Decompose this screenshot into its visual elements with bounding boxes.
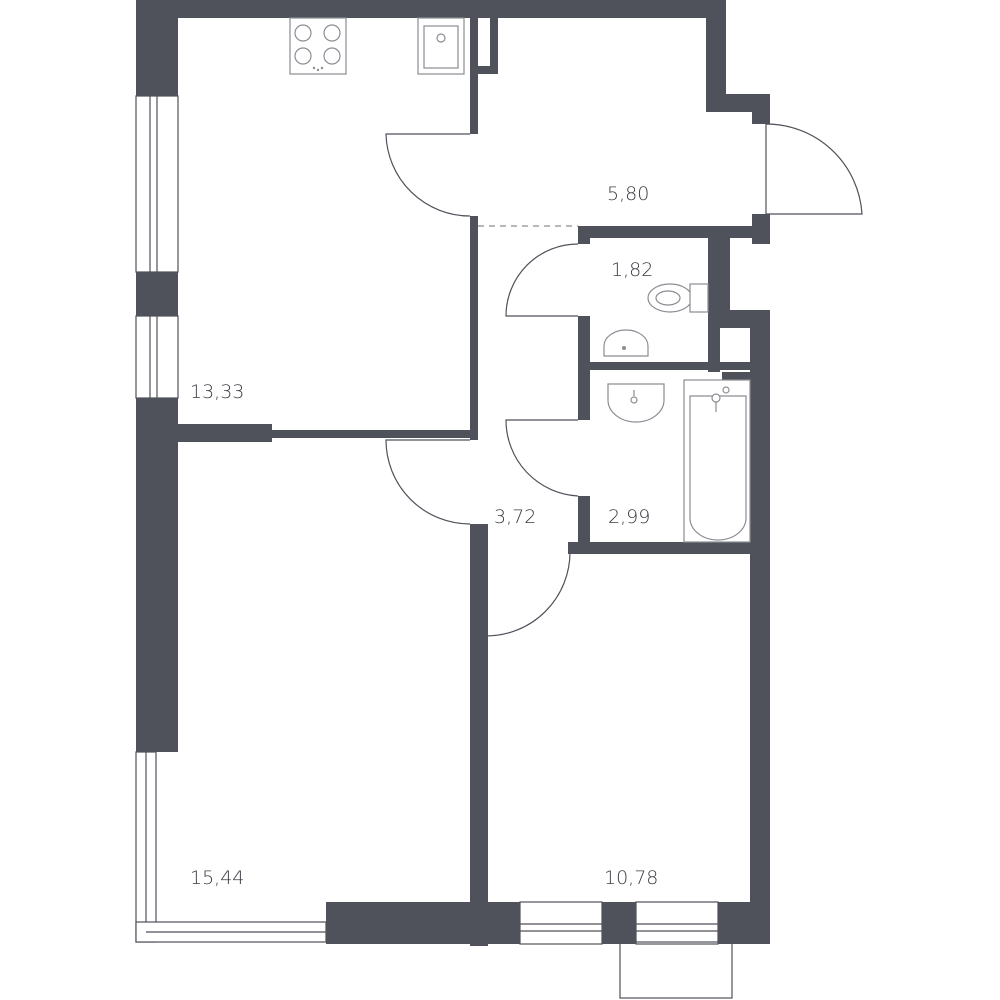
room-area-corridor: 3,72 xyxy=(494,506,536,528)
room-area-bedroom: 10,78 xyxy=(604,867,658,889)
room-area-living-room: 15,44 xyxy=(190,867,244,889)
toilet-sink-icon xyxy=(603,329,649,357)
room-area-toilet: 1,82 xyxy=(611,259,653,281)
doors xyxy=(385,123,863,637)
outer-walls xyxy=(136,0,770,944)
interior-walls xyxy=(178,0,770,946)
bath-sink-icon xyxy=(607,383,665,423)
room-area-bathroom: 2,99 xyxy=(608,506,650,528)
room-area-hall: 5,80 xyxy=(607,183,649,205)
kitchen-sink-icon xyxy=(417,17,465,75)
toilet-icon xyxy=(647,283,709,313)
windows xyxy=(135,95,733,999)
kitchen-stove-icon xyxy=(289,17,347,75)
bathtub-icon xyxy=(683,379,751,543)
room-area-kitchen: 13,33 xyxy=(190,381,244,403)
